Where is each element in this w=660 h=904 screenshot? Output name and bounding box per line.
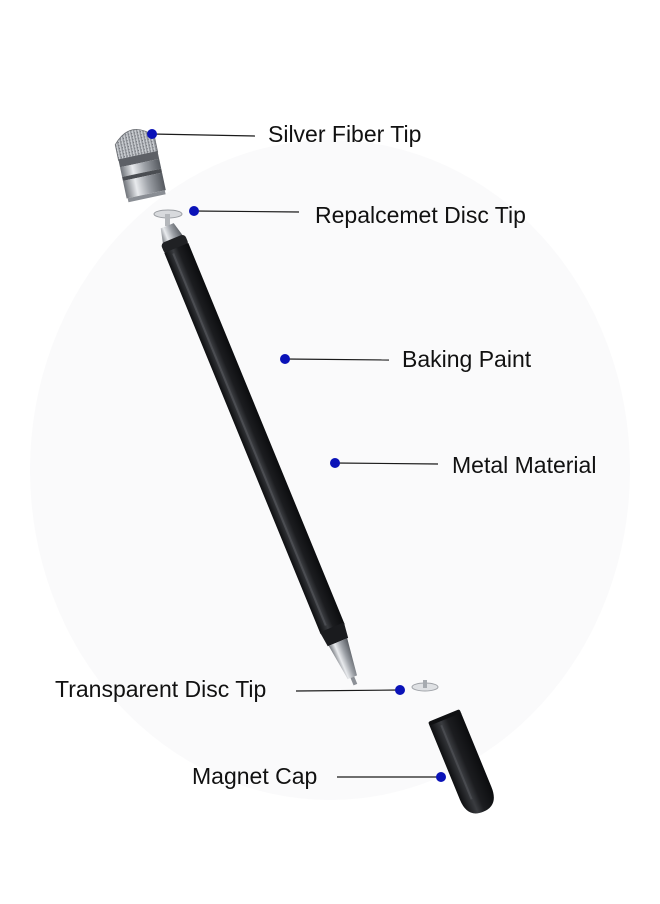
leader-line-silver-fiber-tip (151, 133, 256, 137)
callout-dot-magnet-cap (436, 772, 446, 782)
label-transparent-disc-tip: Transparent Disc Tip (55, 676, 267, 702)
callout-dot-metal-material (330, 458, 340, 468)
pen-body (160, 223, 358, 686)
label-magnet-cap: Magnet Cap (192, 763, 318, 789)
label-baking-paint: Baking Paint (402, 346, 532, 372)
magnet-cap-part (428, 709, 494, 814)
silver-fiber-tip-part (114, 129, 166, 203)
callout-dot-silver-fiber-tip (147, 129, 157, 139)
label-metal-material: Metal Material (452, 452, 597, 478)
callout-leaders (147, 129, 446, 782)
callout-dot-replacement-disc-tip (189, 206, 199, 216)
label-silver-fiber-tip: Silver Fiber Tip (268, 121, 422, 147)
leader-line-metal-material (334, 462, 439, 465)
transparent-disc-tip-part (411, 680, 439, 692)
callout-dot-transparent-disc-tip (395, 685, 405, 695)
replacement-disc-tip-part (153, 209, 183, 226)
leader-line-replacement-disc-tip (193, 210, 300, 213)
label-replacement-disc-tip: Repalcemet Disc Tip (315, 202, 526, 228)
callout-dot-baking-paint (280, 354, 290, 364)
leader-line-transparent-disc-tip (295, 689, 400, 692)
background-glow (30, 140, 630, 800)
leader-line-baking-paint (284, 358, 390, 361)
